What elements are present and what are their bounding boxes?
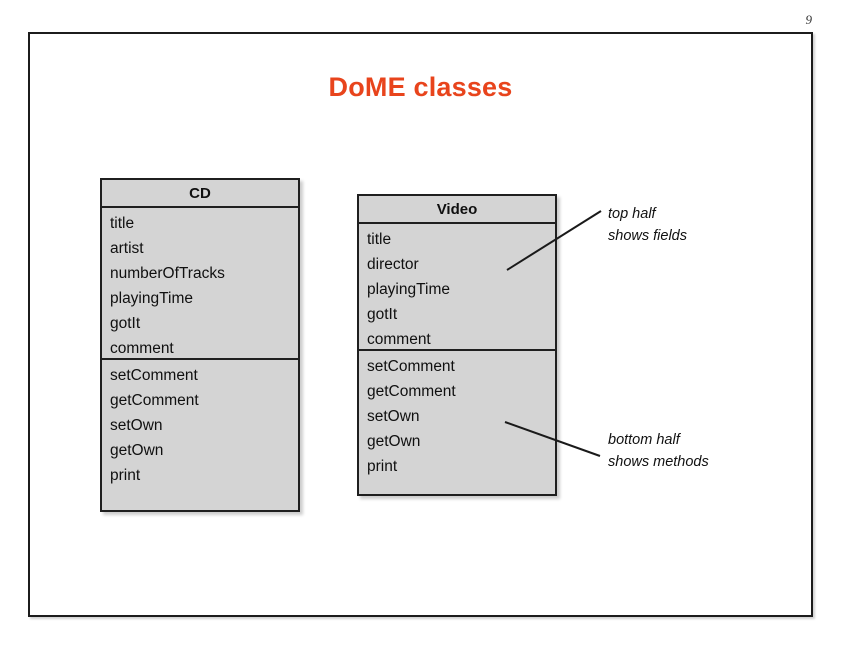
uml-field: title [367, 231, 392, 248]
uml-field: director [367, 256, 419, 273]
annotation-top-line1: top half [608, 206, 656, 222]
annotation-top-line2: shows fields [608, 228, 687, 244]
uml-method: getOwn [110, 442, 164, 459]
uml-field: playingTime [110, 290, 193, 307]
uml-method: print [110, 467, 141, 484]
uml-field: comment [110, 340, 174, 357]
page-number: 9 [805, 12, 813, 27]
uml-class-video[interactable]: Video title director playingTime gotIt c… [357, 194, 557, 496]
uml-class-name: CD [102, 180, 298, 208]
uml-method: setOwn [367, 408, 420, 425]
uml-method: setComment [367, 358, 455, 375]
uml-field: comment [367, 331, 431, 348]
uml-field: title [110, 215, 135, 232]
uml-field: artist [110, 240, 144, 257]
uml-method: setComment [110, 367, 198, 384]
page-title: DoME classes [328, 72, 513, 102]
annotation-bottom-line1: bottom half [608, 432, 680, 448]
uml-field: playingTime [367, 281, 450, 298]
uml-method: setOwn [110, 417, 163, 434]
uml-methods-compartment: setComment getComment setOwn getOwn prin… [359, 351, 555, 496]
uml-fields-compartment: title director playingTime gotIt comment [359, 224, 555, 351]
uml-field: numberOfTracks [110, 265, 225, 282]
uml-method: getComment [110, 392, 199, 409]
uml-field: gotIt [110, 315, 141, 332]
uml-fields-compartment: title artist numberOfTracks playingTime … [102, 208, 298, 360]
uml-class-name: Video [359, 196, 555, 224]
uml-class-cd[interactable]: CD title artist numberOfTracks playingTi… [100, 178, 300, 512]
uml-method: getOwn [367, 433, 421, 450]
annotation-bottom-half: bottom half shows methods [608, 429, 709, 473]
annotation-bottom-line2: shows methods [608, 454, 709, 470]
uml-method: print [367, 458, 398, 475]
annotation-top-half: top half shows fields [608, 203, 687, 247]
uml-methods-compartment: setComment getComment setOwn getOwn prin… [102, 360, 298, 510]
uml-method: getComment [367, 383, 456, 400]
uml-field: gotIt [367, 306, 398, 323]
